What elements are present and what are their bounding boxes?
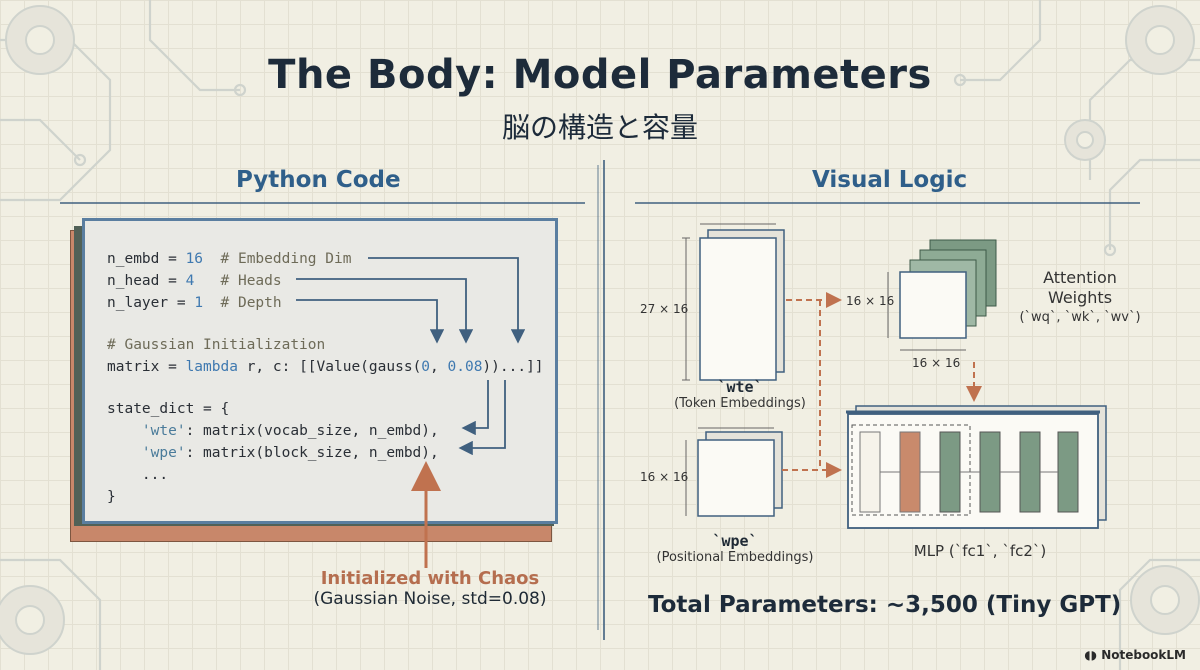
brand-label: ◖◗ NotebookLM: [1084, 648, 1186, 662]
mlp-block: [846, 405, 1107, 529]
attention-label: Attention Weights (`wq`, `wk`, `wv`): [1010, 268, 1150, 328]
attention-title-2: Weights: [1047, 288, 1113, 307]
wpe-matrix: [685, 427, 783, 517]
code-line-n-embd: n_embd = 16 # Embedding Dim: [107, 251, 352, 267]
wpe-desc: (Positional Embeddings): [656, 550, 814, 565]
code-line-n-layer: n_layer = 1 # Depth: [107, 295, 282, 311]
wte-dim-label: 27 × 16: [640, 302, 689, 316]
attention-weights-stack: [887, 239, 997, 351]
code-panel: n_embd = 16 # Embedding Dim n_head = 4 #…: [82, 218, 558, 524]
code-line-comment: # Gaussian Initialization: [107, 337, 326, 353]
attention-dim-bottom: 16 × 16: [912, 356, 961, 370]
attention-dim-left: 16 × 16: [846, 294, 895, 308]
chaos-subtitle: (Gaussian Noise, std=0.08): [313, 589, 547, 609]
code-line-n-head: n_head = 4 # Heads: [107, 273, 282, 289]
chaos-annotation: Initialized with Chaos (Gaussian Noise, …: [300, 568, 560, 609]
code-card: n_embd = 16 # Embedding Dim n_head = 4 #…: [70, 210, 570, 542]
code-line-wte: 'wte': matrix(vocab_size, n_embd),: [141, 423, 439, 439]
right-section-title: Visual Logic: [812, 167, 968, 193]
page-title: The Body: Model Parameters: [268, 52, 932, 98]
total-parameters: Total Parameters: ~3,500 (Tiny GPT): [648, 592, 1122, 618]
brand-icon: ◖◗: [1084, 648, 1102, 662]
attention-title-1: Attention: [1043, 268, 1117, 287]
code-line-close: }: [107, 489, 116, 505]
code-line-state-dict: state_dict = {: [107, 401, 230, 417]
wte-matrix: [682, 223, 785, 381]
wpe-label: `wpe` (Positional Embeddings): [650, 532, 820, 565]
wte-label: `wte` (Token Embeddings): [660, 378, 820, 411]
wte-desc: (Token Embeddings): [674, 396, 806, 411]
chaos-title: Initialized with Chaos: [320, 568, 540, 589]
left-section-title: Python Code: [236, 167, 401, 193]
code-line-matrix: matrix = lambda r, c: [[Value(gauss(0, 0…: [107, 359, 544, 375]
wte-name: `wte`: [717, 378, 763, 396]
wpe-dim-label: 16 × 16: [640, 470, 689, 484]
code-line-ellipsis: ...: [141, 467, 169, 483]
code-line-wpe: 'wpe': matrix(block_size, n_embd),: [141, 445, 439, 461]
mlp-label: MLP (`fc1`, `fc2`): [913, 542, 1047, 560]
page-subtitle: 脳の構造と容量: [501, 111, 698, 144]
attention-names: (`wq`, `wk`, `wv`): [1019, 310, 1141, 325]
wpe-name: `wpe`: [712, 532, 758, 550]
